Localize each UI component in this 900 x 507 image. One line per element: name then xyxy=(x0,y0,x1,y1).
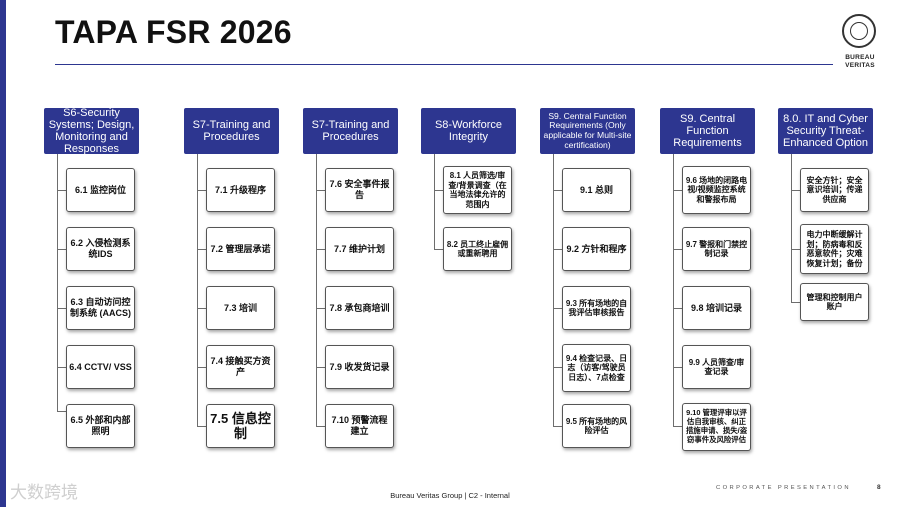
logo-seal-icon xyxy=(842,14,876,48)
item-box: 7.7 维护计划 xyxy=(325,227,394,271)
footer-text: Bureau Veritas Group | C2 - Internal xyxy=(390,491,510,500)
item-box: 9.6 场地的闭路电视/视频监控系统和警报布局 xyxy=(682,166,751,214)
item-box: 9.3 所有场地的自我评估审核报告 xyxy=(562,286,631,330)
item-box: 7.3 培训 xyxy=(206,286,275,330)
item-box: 6.1 监控岗位 xyxy=(66,168,135,212)
column-s7-a: S7-Training and Procedures 7.1 升级程序 7.2 … xyxy=(184,0,279,507)
column-header: S6-Security Systems; Design, Monitoring … xyxy=(44,107,139,155)
column-header: S7-Training and Procedures xyxy=(303,108,398,154)
column-header: S9. Central Function Requirements xyxy=(660,108,755,154)
column-header: S7-Training and Procedures xyxy=(184,108,279,154)
corporate-presentation-label: CORPORATE PRESENTATION xyxy=(716,485,851,491)
column-s6: S6-Security Systems; Design, Monitoring … xyxy=(44,0,139,507)
page-title: TAPA FSR 2026 xyxy=(55,14,292,50)
item-box: 6.2 入侵检测系统IDS xyxy=(66,227,135,271)
item-box: 8.2 员工终止雇佣或重新聘用 xyxy=(443,227,512,271)
watermark: 大数跨境 xyxy=(10,483,78,503)
item-box: 9.9 人员筛查/审查记录 xyxy=(682,345,751,389)
column-header: S8-Workforce Integrity xyxy=(421,108,516,154)
item-box: 9.4 检查记录、日志（访客/驾驶员日志）、7点检查 xyxy=(562,344,631,392)
item-box: 管理和控制用户账户 xyxy=(800,283,869,321)
bureau-veritas-logo: BUREAU VERITAS xyxy=(836,14,884,74)
item-box: 7.2 管理层承诺 xyxy=(206,227,275,271)
item-box: 7.9 收发货记录 xyxy=(325,345,394,389)
item-box: 9.8 培训记录 xyxy=(682,286,751,330)
left-accent-bar xyxy=(0,0,6,507)
column-s7-b: S7-Training and Procedures 7.6 安全事件报告 7.… xyxy=(303,0,398,507)
column-it-cyber: 8.0. IT and Cyber Security Threat-Enhanc… xyxy=(778,0,873,507)
column-s9-central: S9. Central Function Requirements 9.6 场地… xyxy=(660,0,755,507)
column-s8: S8-Workforce Integrity 8.1 人员筛选/审查/背景调查（… xyxy=(421,0,516,507)
item-box: 安全方针；安全意识培训；传递供应商 xyxy=(800,168,869,212)
item-box: 7.8 承包商培训 xyxy=(325,286,394,330)
item-box: 6.5 外部和内部照明 xyxy=(66,404,135,448)
item-box: 7.1 升级程序 xyxy=(206,168,275,212)
item-box: 6.3 自动访问控制系统 (AACS) xyxy=(66,286,135,330)
item-box: 电力中断缓解计划；防病毒和反恶意软件；灾难恢复计划；备份 xyxy=(800,224,869,274)
item-box: 8.1 人员筛选/审查/背景调查（在当地法律允许的范围内 xyxy=(443,166,512,214)
page-number: 8 xyxy=(877,484,881,491)
column-header: 8.0. IT and Cyber Security Threat-Enhanc… xyxy=(778,108,873,154)
item-box: 7.5 信息控制 xyxy=(206,404,275,448)
item-box: 7.10 预警流程建立 xyxy=(325,404,394,448)
item-box: 9.10 管理评审以评估自我审核、纠正措施申请、损失/盗窃事件及风险评估 xyxy=(682,403,751,451)
column-s9-multisite: S9. Central Function Requirements (Only … xyxy=(540,0,635,507)
title-divider xyxy=(55,64,833,65)
item-box: 7.4 接触买方资产 xyxy=(206,345,275,389)
item-box: 9.2 方针和程序 xyxy=(562,227,631,271)
item-box: 9.1 总则 xyxy=(562,168,631,212)
item-box: 9.7 警报和门禁控制记录 xyxy=(682,227,751,271)
item-box: 9.5 所有场地的风险评估 xyxy=(562,404,631,448)
item-box: 6.4 CCTV/ VSS xyxy=(66,345,135,389)
item-box: 7.6 安全事件报告 xyxy=(325,168,394,212)
column-header: S9. Central Function Requirements (Only … xyxy=(540,108,635,154)
